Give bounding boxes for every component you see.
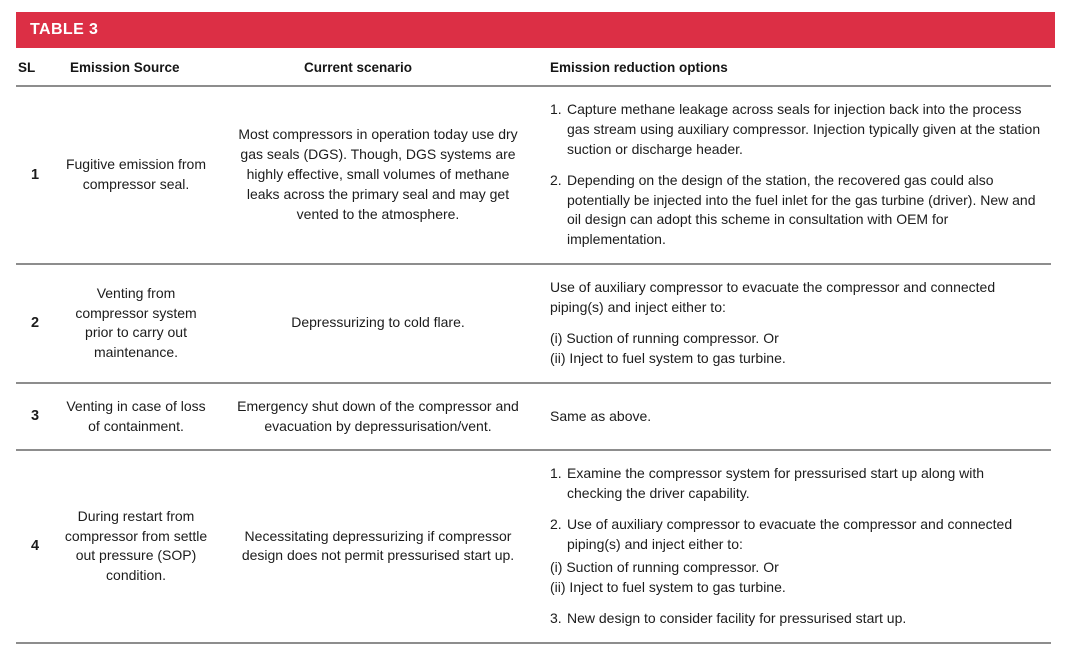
option-roman-item: (i) Suction of running compressor. Or	[550, 329, 779, 346]
row-sl: 4	[16, 450, 54, 644]
option-marker: 3.	[550, 609, 562, 626]
row-source: Venting in case of loss of containment.	[54, 382, 218, 452]
option-item: 2. Depending on the design of the statio…	[550, 171, 1041, 251]
option-item: 1. Capture methane leakage across seals …	[550, 100, 1041, 160]
option-item: 1. Examine the compressor system for pre…	[550, 464, 1041, 504]
option-text: Same as above.	[550, 407, 652, 424]
column-header-source: Emission Source	[54, 48, 218, 87]
option-text: Capture methane leakage across seals for…	[567, 101, 1041, 157]
row-current: Emergency shut down of the compressor an…	[218, 382, 538, 452]
table-3-container: TABLE 3 SL Emission Source Current scena…	[0, 12, 1067, 661]
option-item: 3. New design to consider facility for p…	[550, 609, 1041, 629]
option-marker: 1.	[550, 101, 562, 117]
table-row: 4 During restart from compressor from se…	[16, 450, 1051, 644]
options-list: 1. Capture methane leakage across seals …	[550, 100, 1041, 250]
row-sl: 2	[16, 264, 54, 384]
option-text: Examine the compressor system for pressu…	[567, 465, 985, 502]
emission-reduction-table: SL Emission Source Current scenario Emis…	[16, 48, 1051, 644]
row-options: Use of auxiliary compressor to evacuate …	[538, 264, 1051, 384]
options-list: Use of auxiliary compressor to evacuate …	[550, 278, 1041, 369]
row-current: Depressurizing to cold flare.	[218, 264, 538, 384]
row-source: During restart from compressor from sett…	[54, 450, 218, 644]
row-options: 1. Capture methane leakage across seals …	[538, 86, 1051, 266]
table-row: 2 Venting from compressor system prior t…	[16, 264, 1051, 384]
options-list: 1. Examine the compressor system for pre…	[550, 464, 1041, 628]
row-source: Venting from compressor system prior to …	[54, 264, 218, 384]
option-text: Use of auxiliary compressor to evacuate …	[550, 279, 996, 315]
table-row: 1 Fugitive emission from compressor seal…	[16, 86, 1051, 266]
row-current: Most compressors in operation today use …	[218, 86, 538, 266]
option-item: 2. Use of auxiliary compressor to evacua…	[550, 515, 1041, 555]
options-list: Same as above.	[550, 407, 1041, 427]
table-header: SL Emission Source Current scenario Emis…	[16, 48, 1051, 87]
option-roman-item: (ii) Inject to fuel system to gas turbin…	[550, 349, 786, 366]
option-text: Use of auxiliary compressor to evacuate …	[567, 516, 1013, 552]
option-marker: 1.	[550, 465, 562, 482]
option-roman-group: (i) Suction of running compressor. Or (i…	[550, 558, 1041, 598]
table-title-banner: TABLE 3	[16, 12, 1055, 48]
option-text: Depending on the design of the station, …	[567, 171, 1036, 248]
row-sl: 1	[16, 86, 54, 266]
option-marker: 2.	[550, 516, 562, 533]
option-marker: 2.	[550, 171, 562, 188]
row-sl: 3	[16, 382, 54, 452]
row-options: Same as above.	[538, 382, 1051, 452]
table-title-label: TABLE 3	[30, 21, 99, 38]
row-options: 1. Examine the compressor system for pre…	[538, 450, 1051, 644]
option-roman-group: (i) Suction of running compressor. Or (i…	[550, 329, 1041, 369]
table-header-row: SL Emission Source Current scenario Emis…	[16, 48, 1051, 87]
option-roman-item: (i) Suction of running compressor. Or	[550, 558, 779, 575]
table-row: 3 Venting in case of loss of containment…	[16, 382, 1051, 452]
option-roman-item: (ii) Inject to fuel system to gas turbin…	[550, 578, 786, 595]
column-header-sl: SL	[16, 48, 54, 87]
table-body: 1 Fugitive emission from compressor seal…	[16, 86, 1051, 644]
option-text: New design to consider facility for pres…	[567, 609, 907, 626]
column-header-current: Current scenario	[218, 48, 538, 87]
column-header-options: Emission reduction options	[538, 48, 1051, 87]
row-current: Necessitating depressurizing if compress…	[218, 450, 538, 644]
row-source: Fugitive emission from compressor seal.	[54, 86, 218, 266]
